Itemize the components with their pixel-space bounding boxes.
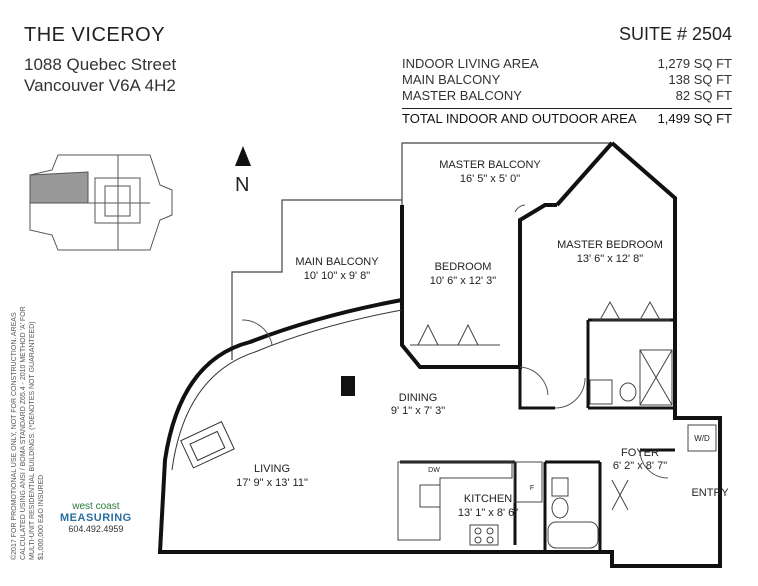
room-name-foyer: FOYER xyxy=(621,447,659,459)
address-city: Vancouver V6A 4H2 xyxy=(24,76,176,95)
room-name-main-balcony: MAIN BALCONY xyxy=(295,256,379,268)
brand-phone: 604.492.4959 xyxy=(68,524,124,534)
room-name-master-balcony: MASTER BALCONY xyxy=(439,159,541,171)
total-label: TOTAL INDOOR AND OUTDOOR AREA xyxy=(402,111,637,126)
address-street: 1088 Quebec Street xyxy=(24,55,177,74)
total-value: 1,499 SQ FT xyxy=(657,111,732,126)
room-dims-foyer: 6' 2" x 8' 7" xyxy=(613,460,667,472)
fireplace xyxy=(180,421,235,469)
disclaimer-text: ©2017 FOR PROMOTIONAL USE ONLY, NOT FOR … xyxy=(11,306,45,560)
washer-dryer-box xyxy=(687,424,717,452)
room-dims-dining: 9' 1" x 7' 3" xyxy=(391,405,445,417)
area-label: MASTER BALCONY xyxy=(402,88,522,103)
washer-dryer-label: W/D xyxy=(694,434,710,443)
interior-walls xyxy=(400,318,675,552)
bath-fixtures xyxy=(547,349,673,549)
area-value: 82 SQ FT xyxy=(675,88,732,103)
north-label: N xyxy=(235,174,249,196)
brand-line2: MEASURING xyxy=(60,512,132,524)
room-name-master-bedroom: MASTER BEDROOM xyxy=(557,239,663,251)
north-arrow-icon xyxy=(235,146,251,166)
room-dims-main-balcony: 10' 10" x 9' 8" xyxy=(304,270,371,282)
north-arrow: N xyxy=(235,146,251,196)
structural-column xyxy=(341,376,355,396)
kitchen-counter xyxy=(397,461,543,546)
room-name-living: LIVING xyxy=(254,463,290,475)
area-value: 138 SQ FT xyxy=(668,72,732,87)
room-labels: MASTER BALCONY 16' 5" x 5' 0" MAIN BALCO… xyxy=(236,159,667,519)
room-dims-bedroom: 10' 6" x 12' 3" xyxy=(430,275,497,287)
dishwasher-label: DW xyxy=(428,467,440,474)
key-plan xyxy=(29,154,173,251)
room-dims-master-balcony: 16' 5" x 5' 0" xyxy=(460,173,520,185)
area-table: INDOOR LIVING AREA 1,279 SQ FT MAIN BALC… xyxy=(402,56,732,127)
room-dims-living: 17' 9" x 13' 11" xyxy=(236,477,308,489)
building-name: THE VICEROY xyxy=(24,24,166,46)
area-value: 1,279 SQ FT xyxy=(657,56,732,71)
room-dims-master-bedroom: 13' 6" x 12' 8" xyxy=(577,253,644,265)
room-name-kitchen: KITCHEN xyxy=(464,493,512,505)
balcony-outlines xyxy=(231,142,612,360)
area-label: MAIN BALCONY xyxy=(402,72,501,87)
door-swings xyxy=(241,204,669,479)
brand-logo: west coast MEASURING 604.492.4959 xyxy=(60,501,132,534)
area-row: INDOOR LIVING AREA 1,279 SQ FT xyxy=(402,56,732,72)
area-row: MAIN BALCONY 138 SQ FT xyxy=(402,72,732,88)
total-area-row: TOTAL INDOOR AND OUTDOOR AREA 1,499 SQ F… xyxy=(402,108,732,127)
room-name-bedroom: BEDROOM xyxy=(435,261,492,273)
closets xyxy=(410,300,670,511)
room-name-dining: DINING xyxy=(399,392,438,404)
suite-number: SUITE # 2504 xyxy=(618,24,732,44)
brand-line1: west coast xyxy=(72,501,120,512)
area-row: MASTER BALCONY 82 SQ FT xyxy=(402,88,732,104)
area-label: INDOOR LIVING AREA xyxy=(402,56,539,71)
living-window-line xyxy=(171,309,403,471)
fridge-label: F xyxy=(530,485,534,492)
entry-label: ENTRY xyxy=(691,487,729,499)
room-dims-kitchen: 13' 1" x 8' 6" xyxy=(458,507,518,519)
